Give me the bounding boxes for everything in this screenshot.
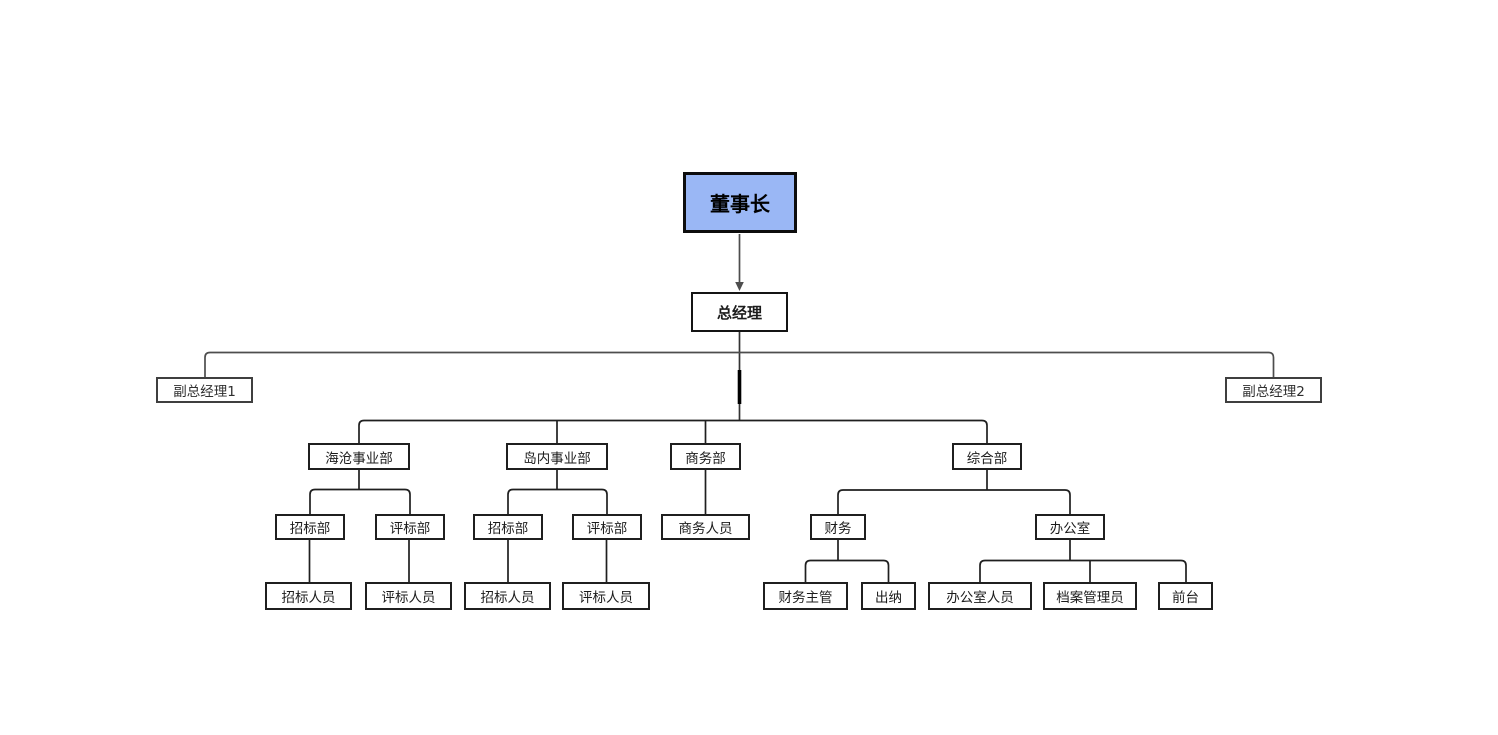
node-deputy-gm-1[interactable]: 副总经理1 — [156, 377, 253, 403]
connector — [557, 488, 608, 514]
node-bidding-staff-dn[interactable]: 招标人员 — [464, 582, 551, 610]
connector — [1070, 559, 1187, 582]
node-label: 评标部 — [586, 521, 628, 537]
connector — [204, 351, 740, 377]
node-label: 前台 — [1172, 590, 1199, 606]
node-commerce-dept[interactable]: 商务部 — [670, 443, 741, 470]
node-label: 海沧事业部 — [325, 450, 393, 467]
connector — [739, 351, 1275, 377]
node-label: 评标人员 — [579, 590, 633, 606]
connector — [979, 559, 1070, 582]
node-general-manager[interactable]: 总经理 — [691, 292, 788, 332]
node-label: 招标人员 — [480, 590, 535, 606]
node-bidding-dept-dn[interactable]: 招标部 — [473, 514, 543, 540]
node-label: 出纳 — [875, 590, 902, 606]
node-label: 招标部 — [487, 521, 529, 537]
node-label: 岛内事业部 — [523, 450, 591, 467]
node-label: 董事长 — [710, 192, 770, 216]
node-daonei-division[interactable]: 岛内事业部 — [506, 443, 608, 470]
connector — [359, 488, 411, 514]
node-chairman[interactable]: 董事长 — [683, 172, 797, 233]
node-label: 办公室人员 — [946, 590, 1014, 606]
node-label: 档案管理员 — [1056, 590, 1124, 606]
node-evaluation-dept-hc[interactable]: 评标部 — [375, 514, 445, 540]
node-label: 总经理 — [716, 303, 762, 322]
node-label: 商务部 — [685, 450, 726, 467]
connector — [309, 488, 359, 514]
node-label: 评标部 — [389, 521, 431, 537]
node-general-affairs-dept[interactable]: 综合部 — [952, 443, 1022, 470]
node-label: 招标部 — [289, 521, 331, 537]
node-office[interactable]: 办公室 — [1035, 514, 1105, 540]
node-archives-manager[interactable]: 档案管理员 — [1043, 582, 1137, 610]
node-label: 评标人员 — [381, 590, 436, 606]
connector — [358, 419, 740, 443]
node-label: 财务主管 — [778, 590, 833, 606]
connector — [837, 489, 987, 514]
node-label: 副总经理1 — [173, 384, 236, 400]
node-finance-supervisor[interactable]: 财务主管 — [763, 582, 848, 610]
node-label: 商务人员 — [678, 521, 733, 537]
node-label: 副总经理2 — [1242, 384, 1305, 400]
connector — [838, 559, 890, 582]
connector — [987, 489, 1071, 514]
connector — [507, 488, 557, 514]
node-label: 招标人员 — [281, 590, 336, 606]
node-evaluation-dept-dn[interactable]: 评标部 — [572, 514, 642, 540]
node-evaluation-staff-dn[interactable]: 评标人员 — [562, 582, 650, 610]
node-deputy-gm-2[interactable]: 副总经理2 — [1225, 377, 1322, 403]
node-label: 综合部 — [966, 450, 1008, 467]
connector — [804, 559, 838, 582]
node-bidding-dept-hc[interactable]: 招标部 — [275, 514, 345, 540]
node-bidding-staff-hc[interactable]: 招标人员 — [265, 582, 352, 610]
node-front-desk[interactable]: 前台 — [1158, 582, 1213, 610]
arrowhead-icon — [735, 282, 744, 291]
node-haicang-division[interactable]: 海沧事业部 — [308, 443, 410, 470]
node-label: 财务 — [824, 521, 852, 537]
node-evaluation-staff-hc[interactable]: 评标人员 — [365, 582, 452, 610]
node-office-staff[interactable]: 办公室人员 — [928, 582, 1032, 610]
connector — [739, 419, 988, 443]
node-finance[interactable]: 财务 — [810, 514, 866, 540]
node-label: 办公室 — [1049, 521, 1091, 537]
node-commerce-staff[interactable]: 商务人员 — [661, 514, 750, 540]
node-cashier[interactable]: 出纳 — [861, 582, 916, 610]
